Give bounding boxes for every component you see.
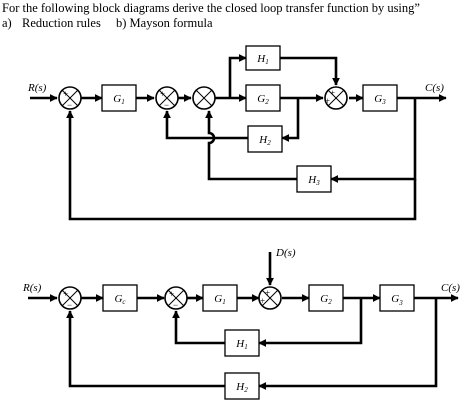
d2-h1-to-sj2 xyxy=(172,310,225,345)
diagram-1-wires xyxy=(30,54,447,221)
d2-sj1-sign-top: + xyxy=(63,289,68,299)
question-line-2: a) Reduction rules b) Mayson formula xyxy=(2,16,213,30)
d1-h2-to-sj2 xyxy=(163,110,248,140)
svg-text:Gc: Gc xyxy=(114,293,126,306)
d1-summing-junction-1: + − xyxy=(58,86,82,110)
svg-text:G1: G1 xyxy=(113,93,124,106)
d2-block-h2: H2 xyxy=(224,372,260,400)
svg-text:G1: G1 xyxy=(214,293,225,306)
d1-summing-junction-4: + + xyxy=(324,86,348,110)
svg-text:H1: H1 xyxy=(235,338,247,351)
d1-summing-junction-3 xyxy=(192,86,216,110)
d2-summing-junction-2: + − xyxy=(164,286,188,310)
d1-sj4-sign-top: + xyxy=(330,88,335,98)
svg-text:H2: H2 xyxy=(258,134,271,147)
d2-block-g3: G3 xyxy=(379,284,415,312)
part-b-label: Mayson formula xyxy=(129,16,213,30)
d1-summing-junction-2: + − xyxy=(155,86,179,110)
d2-sj2-sign-top: + xyxy=(169,289,174,299)
d2-to-h2 xyxy=(258,298,438,390)
d1-to-h2 xyxy=(281,98,300,142)
diagram-2-wires xyxy=(28,252,459,390)
d1-sj2-sign-bottom: − xyxy=(164,100,169,110)
d2-summing-junction-3: + + xyxy=(258,286,282,310)
svg-text:G3: G3 xyxy=(374,93,386,106)
d2-input-label: R(s) xyxy=(22,282,42,294)
svg-text:H1: H1 xyxy=(256,53,268,66)
d1-block-h2: H2 xyxy=(247,125,283,153)
svg-text:H3: H3 xyxy=(307,174,320,187)
d2-h2-to-sj1 xyxy=(66,310,225,388)
svg-text:G3: G3 xyxy=(391,293,403,307)
d1-branch-to-h1 xyxy=(228,54,247,98)
d2-disturbance-label: D(s) xyxy=(275,247,296,259)
d1-block-g2: G2 xyxy=(245,84,281,112)
d1-input-label: R(s) xyxy=(27,82,47,94)
svg-text:G2: G2 xyxy=(257,93,269,106)
part-b-marker: b) xyxy=(116,16,127,30)
d2-sj3-sign-left: + xyxy=(260,296,265,306)
d1-h1-to-sj4 xyxy=(280,56,340,86)
d1-sj4-sign-left: + xyxy=(325,96,330,106)
part-a-marker: a) xyxy=(2,16,12,30)
d1-h3-to-sj3 xyxy=(205,110,297,181)
d2-block-g2: G2 xyxy=(308,284,344,312)
d1-sj2-sign-top: + xyxy=(160,89,165,99)
d2-block-gc: Gc xyxy=(102,284,138,312)
d1-block-g3: G3 xyxy=(362,84,398,112)
diagram-2: + − + − + + Gc G1 G2 G3 xyxy=(22,247,460,400)
d1-sj1-sign-bottom: − xyxy=(67,100,72,110)
svg-text:H2: H2 xyxy=(235,381,248,394)
d1-block-g1: G1 xyxy=(101,84,137,112)
d2-summing-junction-1: + − xyxy=(58,286,82,310)
d1-outer-feedback xyxy=(66,110,417,221)
d2-output-label: C(s) xyxy=(441,282,460,294)
d2-sj3-sign-top: + xyxy=(265,288,270,298)
d1-block-h3: H3 xyxy=(296,165,332,193)
d1-output-label: C(s) xyxy=(425,82,444,94)
svg-text:G2: G2 xyxy=(320,293,332,306)
d2-sj1-sign-bottom: − xyxy=(67,300,72,310)
d2-sj2-sign-bottom: − xyxy=(173,300,178,310)
part-a-label: Reduction rules xyxy=(22,16,101,30)
diagram-1: + − + − + + G1 H1 G2 xyxy=(27,45,447,221)
d2-to-h1 xyxy=(258,298,363,347)
question-line-1: For the following block diagrams derive … xyxy=(2,1,420,15)
d2-block-h1: H1 xyxy=(224,329,260,357)
d2-block-g1: G1 xyxy=(202,284,238,312)
d1-sj1-sign-top: + xyxy=(63,89,68,99)
d1-block-h1: H1 xyxy=(245,45,281,71)
